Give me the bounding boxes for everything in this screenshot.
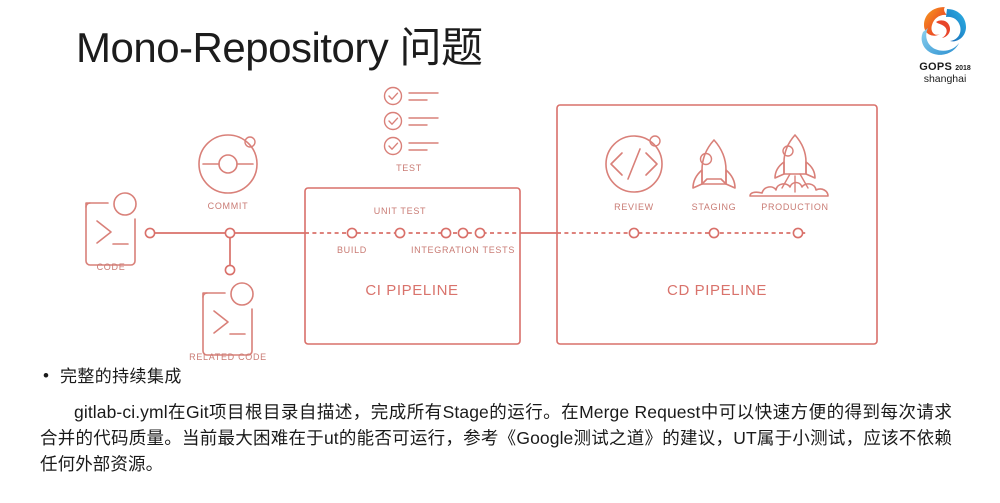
review-label: REVIEW bbox=[614, 202, 654, 212]
production-label: PRODUCTION bbox=[761, 202, 829, 212]
production-icon bbox=[749, 134, 829, 197]
commit-icon bbox=[198, 134, 258, 194]
ci-pipeline-label: CI PIPELINE bbox=[365, 282, 458, 299]
rail-node-integration-1 bbox=[440, 227, 452, 239]
rail-node-integration-2 bbox=[457, 227, 469, 239]
logo-brand-text: GOPS bbox=[919, 61, 953, 73]
cd-pipeline-box bbox=[556, 104, 878, 345]
page-title: Mono-Repository 问题 bbox=[76, 24, 483, 71]
logo-year-text: 2018 bbox=[955, 65, 971, 72]
rail-node-integration-3 bbox=[474, 227, 486, 239]
rail-node-build bbox=[346, 227, 358, 239]
bullet-label: 完整的持续集成 bbox=[59, 367, 182, 386]
rail-node-production bbox=[792, 227, 804, 239]
build-label: BUILD bbox=[337, 245, 367, 255]
related-code-label: RELATED CODE bbox=[189, 352, 267, 362]
rail-node-related-code bbox=[224, 264, 236, 276]
staging-label: STAGING bbox=[692, 202, 737, 212]
rail-node-review bbox=[628, 227, 640, 239]
bullet-item: • 完整的持续集成 bbox=[43, 366, 970, 388]
unit-test-label: UNIT TEST bbox=[374, 206, 426, 216]
cd-pipeline-label: CD PIPELINE bbox=[667, 282, 767, 299]
ci-cd-pipeline-diagram: CODE RELATED CODE COMMIT TEST bbox=[0, 78, 1000, 368]
logo-swirl-icon bbox=[921, 7, 966, 55]
staging-icon bbox=[692, 139, 736, 189]
commit-label: COMMIT bbox=[208, 201, 249, 211]
code-label: CODE bbox=[97, 262, 126, 272]
bullet-marker: • bbox=[43, 366, 49, 385]
integration-tests-label: INTEGRATION TESTS bbox=[411, 245, 515, 255]
test-icon bbox=[383, 86, 439, 156]
rail-node-start bbox=[144, 227, 156, 239]
rail-node-staging bbox=[708, 227, 720, 239]
rail-node-unit-test bbox=[394, 227, 406, 239]
related-code-icon bbox=[202, 282, 254, 356]
slide-body: • 完整的持续集成 gitlab-ci.yml在Git项目根目录自描述，完成所有… bbox=[40, 366, 970, 495]
body-paragraph: gitlab-ci.yml在Git项目根目录自描述，完成所有Stage的运行。在… bbox=[40, 402, 952, 474]
test-label: TEST bbox=[396, 163, 422, 173]
logo-city-text: shanghai bbox=[923, 73, 967, 85]
rail-node-commit bbox=[224, 227, 236, 239]
gops-shanghai-logo: GOPS 2018 shanghai bbox=[902, 4, 988, 86]
ci-pipeline-box bbox=[304, 187, 521, 345]
review-icon bbox=[605, 135, 663, 193]
code-icon bbox=[85, 192, 137, 266]
